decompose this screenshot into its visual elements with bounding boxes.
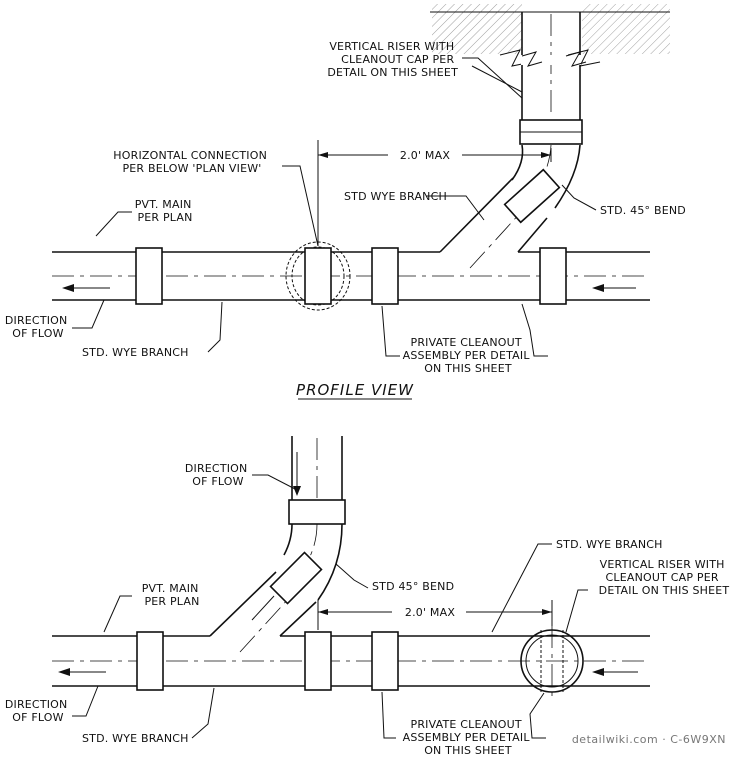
profile-view: 2.0' MAX VERTICAL RISER WITH CLEANOUT CA… [5,4,686,400]
plan-wye-top-label: STD. WYE BRANCH [556,538,663,551]
plan-dimension: 2.0' MAX [317,600,553,630]
plan-wye-coupling [269,551,323,605]
plan-flow-top-label: DIRECTION OF FLOW [185,462,251,488]
profile-coupling-2 [371,247,399,305]
profile-coupling-3 [539,247,567,305]
profile-riser-label: VERTICAL RISER WITH CLEANOUT CAP PER DET… [327,40,458,79]
plan-vertical-riser [291,436,343,500]
profile-wye-coupling [503,168,561,224]
plan-riser-label: VERTICAL RISER WITH CLEANOUT CAP PER DET… [599,558,730,597]
profile-leaders [72,57,597,357]
ground-hatch [430,4,670,54]
plan-bend-label: STD 45° BEND [372,580,454,593]
profile-dim-label: 2.0' MAX [400,149,450,162]
profile-pvt-main-label: PVT. MAIN PER PLAN [135,198,196,224]
profile-wye-top-label: STD WYE BRANCH [344,190,447,203]
profile-wye-bottom-label: STD. WYE BRANCH [82,346,189,359]
plan-pvt-main-label: PVT. MAIN PER PLAN [142,582,203,608]
plan-labels: DIRECTION OF FLOW STD 45° BEND STD. WYE … [5,462,730,757]
profile-cleanout-label: PRIVATE CLEANOUT ASSEMBLY PER DETAIL ON … [403,336,534,375]
plan-leaders [72,474,588,739]
profile-bend-label: STD. 45° BEND [600,204,686,217]
plan-wye-bottom-label: STD. WYE BRANCH [82,732,189,745]
profile-labels: VERTICAL RISER WITH CLEANOUT CAP PER DET… [5,40,686,375]
profile-coupling-1 [135,247,163,305]
plan-coupling-3 [371,631,399,691]
plan-riser-coupling [288,499,346,525]
profile-flow-arrows [62,284,636,292]
plan-coupling-1 [136,631,164,691]
plan-coupling-2 [304,631,332,691]
profile-flow-label: DIRECTION OF FLOW [5,314,71,340]
plan-cleanout-label: PRIVATE CLEANOUT ASSEMBLY PER DETAIL ON … [403,718,534,757]
profile-horiz-label: HORIZONTAL CONNECTION PER BELOW 'PLAN VI… [113,149,270,175]
plan-wye-branch [209,571,317,653]
profile-vertical-riser [499,12,601,120]
profile-view-title: PROFILE VIEW [296,381,414,399]
profile-dimension: 2.0' MAX [317,140,552,246]
plan-flow-arrows [58,668,638,676]
watermark: detailwiki.com · C-6W9XN [572,733,726,746]
plan-view: 2.0' MAX DIRECTION OF FLOW STD 45° BEND … [5,436,730,757]
plan-cleanout-riser [520,626,584,696]
profile-horizontal-connection [285,241,351,311]
plan-flow-label: DIRECTION OF FLOW [5,698,71,724]
plan-dim-label: 2.0' MAX [405,606,455,619]
